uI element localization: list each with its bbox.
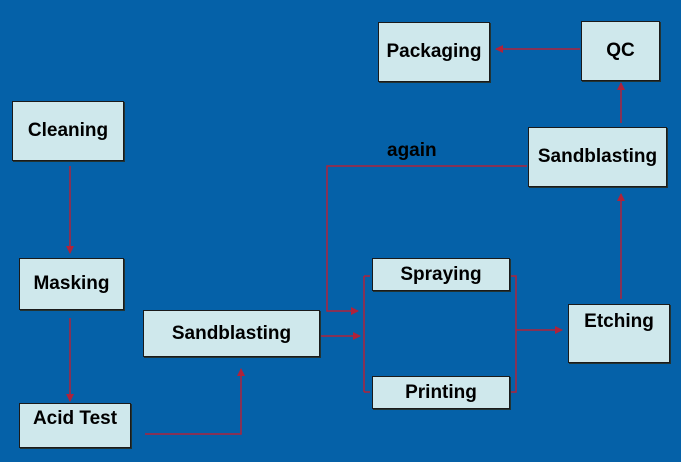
node-spraying-label: Spraying: [400, 263, 482, 285]
arrow-again-loop: [326, 165, 527, 315]
node-qc: QC: [581, 21, 660, 81]
merge-from-spraying: [510, 275, 517, 330]
node-spraying: Spraying: [372, 258, 510, 291]
again-label: again: [387, 140, 437, 161]
node-masking: Masking: [19, 258, 124, 310]
node-qc-label: QC: [606, 40, 635, 61]
node-etching-label: Etching: [584, 311, 654, 332]
node-cleaning-label: Cleaning: [27, 120, 109, 141]
node-acid-test: Acid Test: [19, 403, 131, 448]
node-sandblasting-2: Sandblasting: [528, 127, 667, 187]
node-etching: Etching: [568, 304, 670, 363]
node-printing-label: Printing: [405, 381, 477, 403]
node-packaging: Packaging: [378, 22, 490, 82]
node-sandblasting-1-label: Sandblasting: [171, 322, 292, 344]
node-acid-test-label: Acid Test: [32, 408, 118, 429]
node-sandblasting-1: Sandblasting: [143, 310, 320, 357]
node-printing: Printing: [372, 376, 510, 409]
merge-from-printing: [510, 330, 517, 393]
node-masking-label: Masking: [33, 273, 110, 294]
node-packaging-label: Packaging: [386, 41, 482, 62]
node-sandblasting-2-label: Sandblasting: [537, 146, 658, 167]
arrow-acid-test-to-sandblasting: [145, 368, 245, 435]
node-cleaning: Cleaning: [12, 101, 124, 161]
